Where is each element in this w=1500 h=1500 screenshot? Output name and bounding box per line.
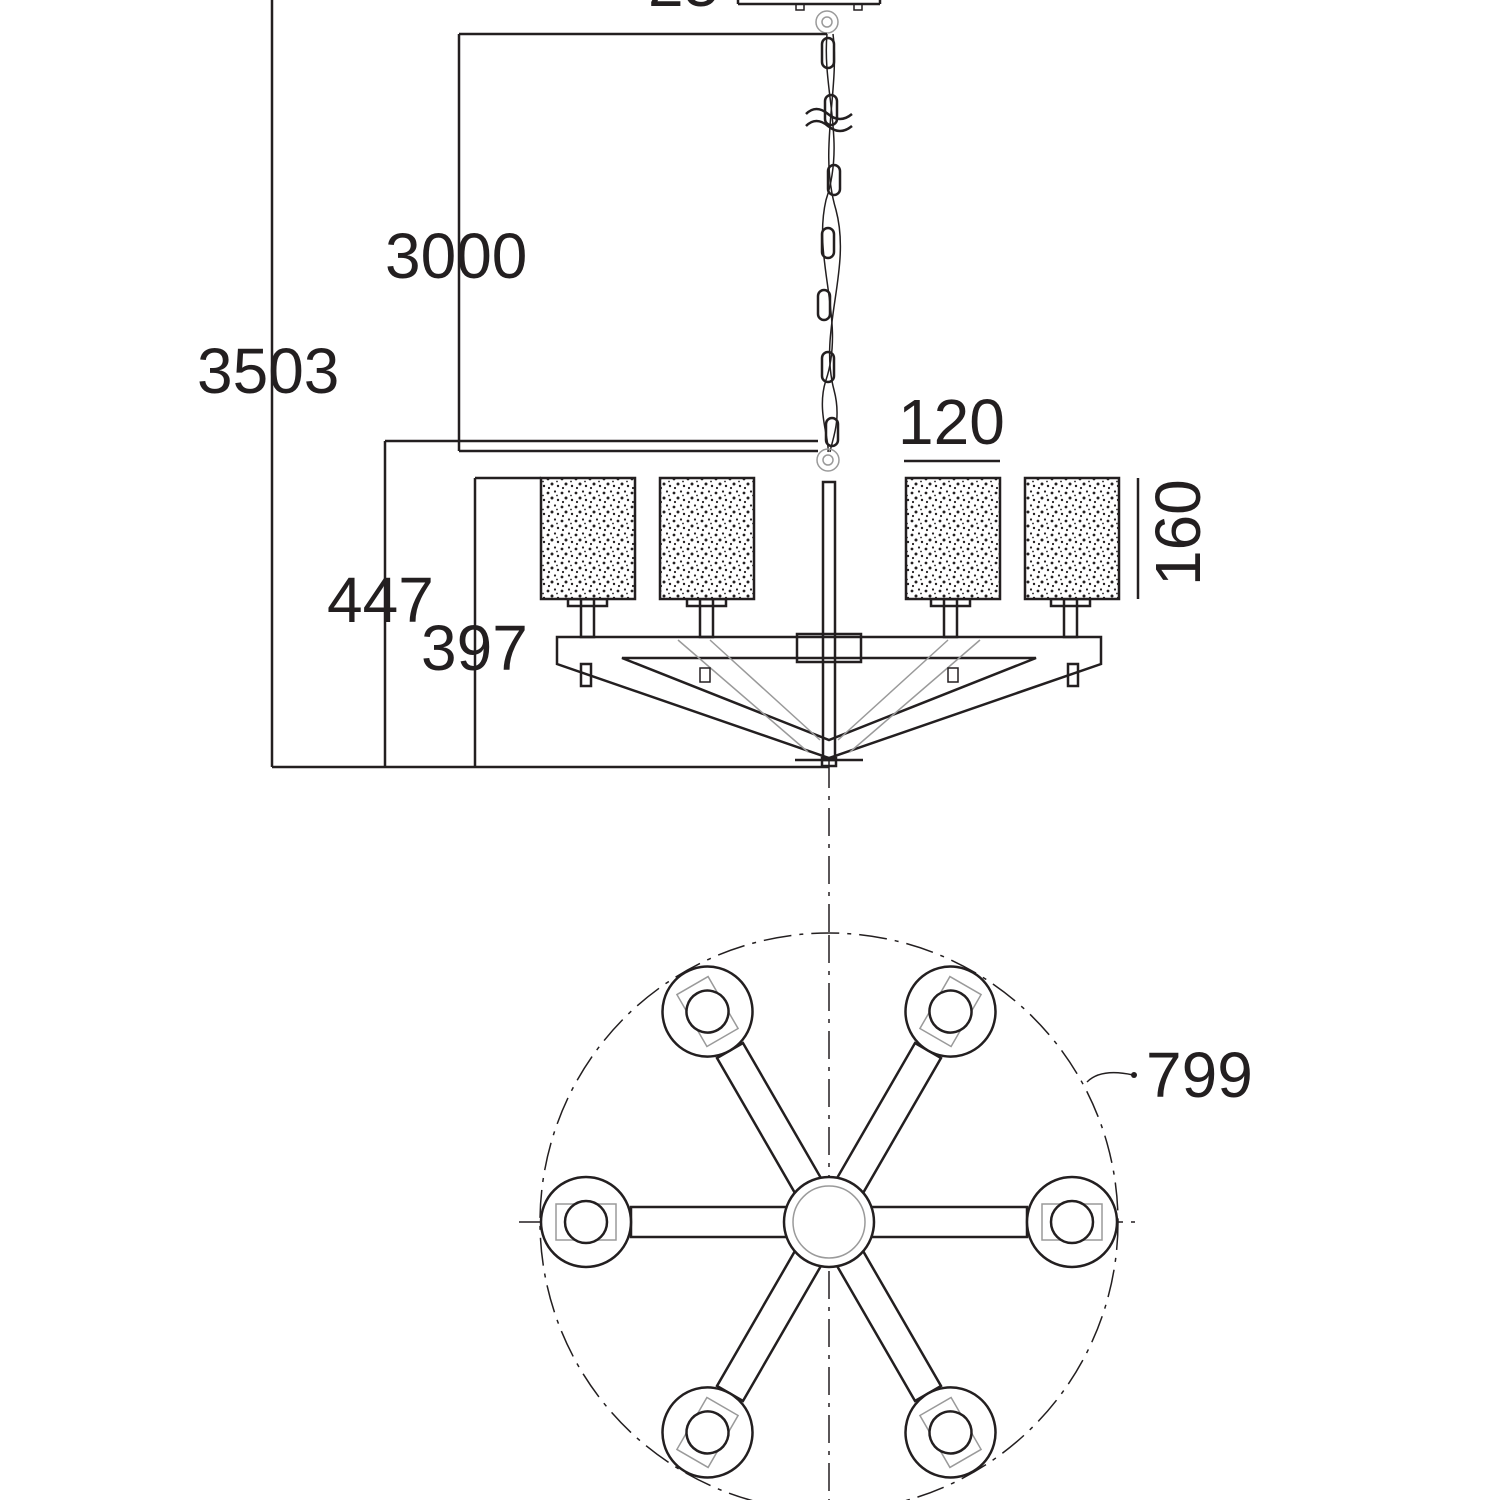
dim-shade-height: 160 <box>1142 479 1214 586</box>
chain <box>805 10 853 472</box>
plan-arms <box>539 965 1119 1479</box>
dimension-lines <box>270 0 1140 769</box>
plan-arm-4 <box>539 1175 791 1269</box>
hub-inner <box>792 1185 866 1259</box>
shade-2 <box>658 476 756 601</box>
canopy <box>736 0 882 11</box>
plan-arm-1 <box>867 1175 1119 1269</box>
shade-1 <box>539 476 637 601</box>
arm-frame <box>555 635 1103 768</box>
shade-3 <box>904 476 1002 601</box>
dim-canopy-height: 25 <box>648 0 719 20</box>
dim-overall-height: 3503 <box>197 335 339 407</box>
plan-arm-6 <box>834 965 997 1197</box>
dim-arm-height: 397 <box>421 612 528 684</box>
dim-body-height: 447 <box>327 564 434 636</box>
plan-arm-5 <box>661 965 824 1197</box>
glass-shades <box>539 476 1121 601</box>
dim-chain-length: 3000 <box>385 220 527 292</box>
hub-outer <box>782 1175 876 1269</box>
lamp-holders <box>566 597 1092 639</box>
dim-diameter: 799 <box>1146 1039 1253 1111</box>
plan-view: 799 <box>519 932 1253 1500</box>
side-elevation: 25 3000 3503 447 397 120 160 <box>197 0 1214 935</box>
plan-arm-2 <box>834 1247 997 1479</box>
shade-4 <box>1023 476 1121 601</box>
dim-shade-width: 120 <box>898 386 1005 458</box>
central-stem <box>795 480 863 935</box>
plan-arm-3 <box>661 1247 824 1479</box>
